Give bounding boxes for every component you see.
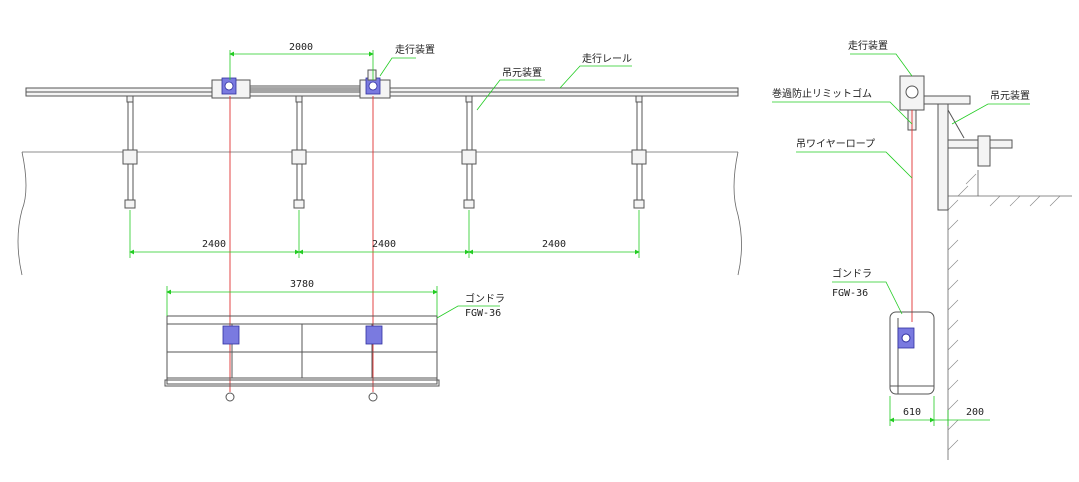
side-label-hanger-device: 吊元装置 [990, 89, 1030, 102]
rail-post [461, 95, 477, 209]
rail-post [631, 95, 647, 209]
building-outline [17, 151, 742, 276]
dim-carriage-span-value: 2000 [289, 42, 313, 53]
dim-gondola-width: 610 [903, 407, 921, 418]
label-wire-rope: 吊ワイヤーロープ [796, 138, 875, 150]
label-gondola: ゴンドラ [465, 292, 505, 305]
building-wall [947, 170, 1072, 460]
side-labels: 走行装置 巻過防止リミットゴム 吊元装置 吊ワイヤーロープ ゴンドラ FGW-3… [772, 39, 1030, 315]
gondola-front [164, 315, 440, 402]
side-label-gondola-model: FGW-36 [832, 288, 868, 299]
label-travel-rail: 走行レール [582, 52, 632, 65]
dim-gondola-length-value: 3780 [290, 279, 314, 290]
dim-span-1: 2400 [202, 239, 226, 250]
side-hanger-structure [899, 75, 1013, 211]
dim-wall-offset: 200 [966, 407, 984, 418]
dim-span-2: 2400 [372, 239, 396, 250]
label-gondola-model: FGW-36 [465, 308, 501, 319]
label-travel-device: 走行装置 [395, 43, 435, 56]
dim-span-3: 2400 [542, 239, 566, 250]
gondola-side [889, 311, 935, 395]
side-label-gondola: ゴンドラ [832, 267, 872, 280]
dim-carriage-span: 2000 [229, 42, 374, 80]
hoist-motor-icon [365, 325, 383, 345]
side-label-travel-device: 走行装置 [848, 39, 888, 52]
side-view: 610 200 走行装置 巻過防止リミットゴム 吊元装置 吊ワイヤーロープ ゴン… [772, 39, 1072, 460]
front-view: 2000 2400 2400 2400 3780 走行装置 吊 [17, 42, 742, 402]
label-hanger-device: 吊元装置 [502, 66, 542, 79]
rail-post [291, 95, 307, 209]
dim-post-spans: 2400 2400 2400 [129, 210, 640, 258]
label-overwind-limit-rubber: 巻過防止リミットゴム [772, 87, 872, 100]
hoist-motor-icon [222, 325, 240, 345]
dim-gondola-length: 3780 [166, 279, 438, 316]
travel-device-right [359, 69, 391, 99]
side-dims: 610 200 [889, 396, 990, 426]
rail-posts [122, 95, 647, 209]
travel-device-left [211, 77, 360, 99]
rail-post [122, 95, 138, 209]
front-labels: 走行装置 吊元装置 走行レール ゴンドラ FGW-36 [379, 43, 632, 319]
